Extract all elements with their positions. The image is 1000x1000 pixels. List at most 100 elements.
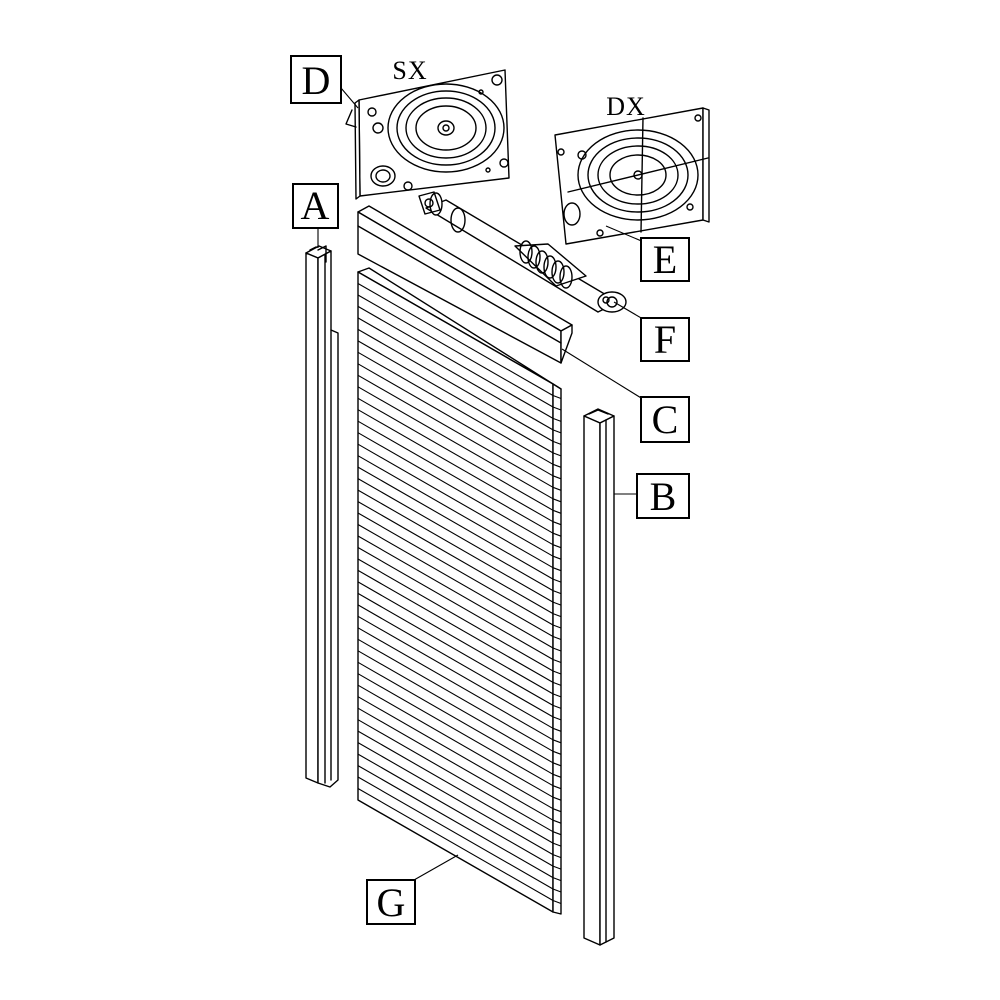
- curtain-slat: [357, 305, 554, 419]
- curtain-slat: [357, 455, 554, 569]
- curtain-slat-edge: [552, 601, 562, 606]
- left-guide-rail: [305, 245, 339, 788]
- label-F: F: [640, 317, 690, 362]
- label-A-text: A: [301, 183, 330, 228]
- curtain-slat: [357, 489, 554, 603]
- cover-box: [357, 205, 573, 364]
- roller-tube-motor: [418, 191, 627, 313]
- curtain-slat-edge: [552, 831, 562, 836]
- curtain-slat-edge: [552, 854, 562, 859]
- curtain-slat: [357, 466, 554, 580]
- curtain-slat: [357, 535, 554, 649]
- curtain-slat-edge: [552, 452, 562, 457]
- curtain-slat: [357, 328, 554, 442]
- curtain-slat-edge: [552, 670, 562, 675]
- curtain-slat: [357, 558, 554, 672]
- curtain-slat: [357, 730, 554, 844]
- curtain-slat-edge: [552, 544, 562, 549]
- curtain-slat-edge: [552, 785, 562, 790]
- curtain-slat-edge: [552, 486, 562, 491]
- curtain-slat-edge: [552, 796, 562, 801]
- curtain-slat: [357, 340, 554, 454]
- curtain-slat-edge: [552, 819, 562, 824]
- curtain-slat-edge: [552, 704, 562, 709]
- curtain-slat: [357, 569, 554, 683]
- label-E: E: [640, 237, 690, 282]
- curtain-slat-edge: [552, 877, 562, 882]
- curtain-slat: [357, 696, 554, 810]
- curtain-slat: [357, 363, 554, 477]
- label-C: C: [640, 396, 690, 443]
- curtain-slat-edge: [552, 693, 562, 698]
- curtain-slat-edge: [552, 521, 562, 526]
- label-B-text: B: [650, 474, 677, 519]
- curtain-slat: [357, 627, 554, 741]
- side-label-left: SX: [392, 56, 427, 85]
- curtain-slat-edge: [552, 865, 562, 870]
- curtain-slat-edge: [552, 888, 562, 893]
- curtain-slat: [357, 351, 554, 465]
- curtain-slat-edge: [552, 406, 562, 411]
- curtain-slat: [357, 432, 554, 546]
- curtain-slat-edge: [552, 635, 562, 641]
- side-label-right: DX: [606, 92, 646, 121]
- curtain-slat-edge: [552, 750, 562, 755]
- curtain-slat-edge: [552, 739, 562, 744]
- curtain-slat-edge: [552, 475, 562, 480]
- curtain-slat-edge: [552, 532, 562, 537]
- curtain-slat: [357, 707, 554, 821]
- curtain-slat: [357, 374, 554, 488]
- label-B: B: [636, 473, 690, 519]
- curtain-slat-edge: [552, 417, 562, 422]
- curtain-slat-edge: [552, 762, 562, 767]
- label-G-text: G: [377, 880, 406, 925]
- curtain-slat: [357, 294, 554, 408]
- curtain-slat: [357, 592, 554, 706]
- curtain-slat-edge: [552, 555, 562, 560]
- curtain-slat-edge: [552, 463, 562, 468]
- label-A: A: [292, 183, 339, 229]
- curtain-slat-edge: [552, 658, 562, 664]
- curtain-slat-edge: [552, 567, 562, 572]
- curtain-slat-edge: [552, 899, 562, 905]
- curtain-slat: [357, 788, 554, 901]
- curtain-slat: [357, 719, 554, 833]
- label-E-text: E: [653, 237, 677, 282]
- curtain-slat: [357, 615, 554, 729]
- curtain-slat-edge: [552, 613, 562, 618]
- curtain-slat: [357, 581, 554, 695]
- curtain-slat: [357, 765, 554, 879]
- curtain-slat: [357, 673, 554, 787]
- curtain-slat-edge: [552, 647, 562, 652]
- curtain-slat: [357, 386, 554, 500]
- label-D: D: [290, 55, 342, 104]
- curtain-slat-edge: [552, 624, 562, 629]
- label-C-text: C: [652, 397, 679, 442]
- curtain-slat-edge: [552, 681, 562, 686]
- curtain-slat: [357, 547, 554, 660]
- left-bracket: [345, 69, 510, 200]
- curtain-slat: [357, 420, 554, 534]
- curtain-slat: [357, 753, 554, 867]
- curtain-slat: [357, 776, 554, 890]
- curtain-slat: [357, 650, 554, 764]
- curtain-slat: [357, 524, 554, 637]
- curtain-slat-edge: [552, 509, 562, 514]
- curtain-slat: [357, 443, 554, 557]
- curtain-slat: [357, 501, 554, 615]
- curtain-slat: [357, 317, 554, 431]
- curtain-slat: [357, 604, 554, 718]
- curtain-slat: [357, 638, 554, 752]
- curtain-slat-edge: [552, 440, 562, 445]
- curtain-slat-edge: [552, 590, 562, 595]
- curtain-slat: [357, 409, 554, 523]
- curtain-slat: [357, 397, 554, 511]
- curtain-slat-edge: [552, 498, 562, 503]
- curtain-slat: [357, 512, 554, 626]
- curtain-slat-edge: [552, 578, 562, 583]
- curtain-slat-edge: [552, 429, 562, 434]
- right-bracket: [554, 107, 710, 245]
- curtain-slat-edge: [552, 716, 562, 721]
